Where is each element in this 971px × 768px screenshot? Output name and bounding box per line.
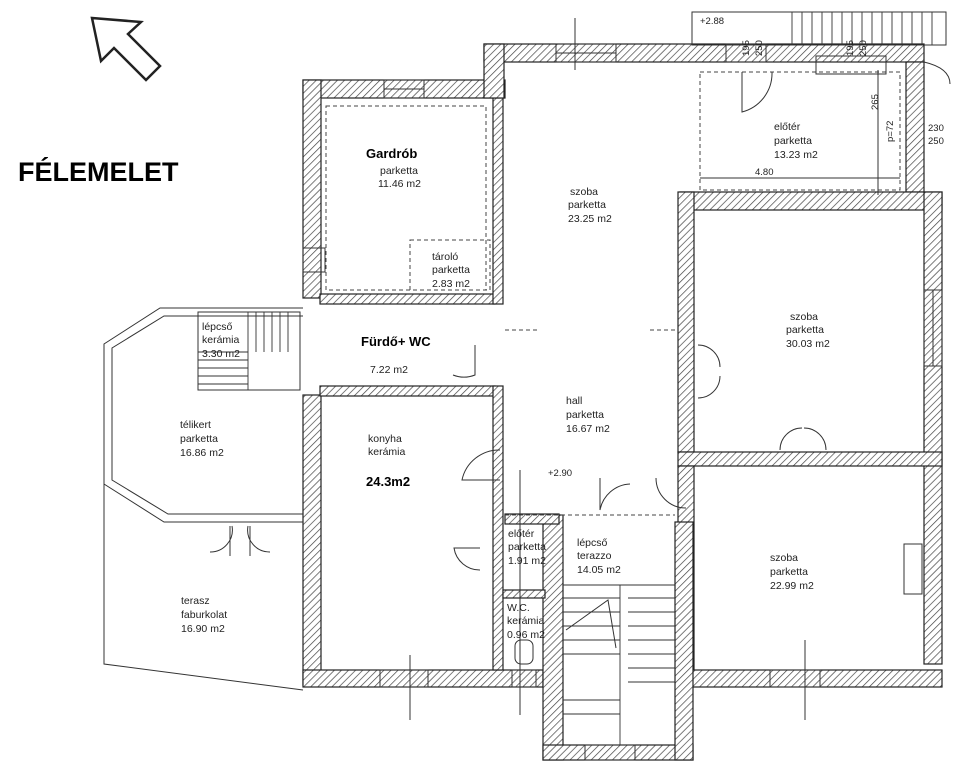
svg-text:11.46 m2: 11.46 m2 <box>378 178 421 190</box>
svg-text:lépcső: lépcső <box>577 537 608 549</box>
svg-text:parketta: parketta <box>786 324 824 336</box>
room-terasz: terasz faburkolat 16.90 m2 <box>181 595 227 635</box>
room-telikert: télikert parketta 16.86 m2 <box>180 419 224 459</box>
svg-text:parketta: parketta <box>432 264 470 276</box>
walls <box>302 43 943 761</box>
svg-text:14.05 m2: 14.05 m2 <box>577 564 621 576</box>
svg-text:kerámia: kerámia <box>368 446 406 458</box>
svg-text:7.22 m2: 7.22 m2 <box>370 364 408 376</box>
svg-text:0.96 m2: 0.96 m2 <box>507 629 545 641</box>
svg-text:faburkolat: faburkolat <box>181 609 227 621</box>
svg-text:kerámia: kerámia <box>507 615 545 627</box>
room-szoba-3: szoba parketta 22.99 m2 <box>770 552 814 592</box>
room-tarolo: tároló parketta 2.83 m2 <box>432 251 470 290</box>
room-wc: W.C. kerámia 0.96 m2 <box>507 602 545 641</box>
svg-text:22.99 m2: 22.99 m2 <box>770 580 814 592</box>
dim-250c: 250 <box>928 136 944 147</box>
svg-text:előtér: előtér <box>774 121 801 133</box>
dim-265: 265 <box>870 94 881 110</box>
room-lepcso-2: lépcső terazzo 14.05 m2 <box>577 537 621 576</box>
svg-text:16.86 m2: 16.86 m2 <box>180 447 224 459</box>
dim-480: 4.80 <box>755 167 774 178</box>
svg-text:parketta: parketta <box>568 199 606 211</box>
room-furdo: Fürdő+ WC 7.22 m2 <box>361 334 431 376</box>
svg-text:1.91 m2: 1.91 m2 <box>508 555 546 567</box>
dim-p72: p=72 <box>885 121 896 142</box>
svg-text:2.83 m2: 2.83 m2 <box>432 278 470 290</box>
svg-text:terazzo: terazzo <box>577 550 612 562</box>
room-szoba-2: szoba parketta 30.03 m2 <box>786 311 830 350</box>
room-gardrob: Gardrób parketta 11.46 m2 <box>366 146 421 190</box>
north-arrow-icon <box>90 16 162 82</box>
svg-text:Fürdő+ WC: Fürdő+ WC <box>361 334 431 349</box>
svg-text:parketta: parketta <box>566 409 604 421</box>
svg-text:24.3m2: 24.3m2 <box>366 474 410 489</box>
plan-details <box>103 11 951 761</box>
svg-text:parketta: parketta <box>380 165 418 177</box>
svg-text:parketta: parketta <box>774 135 812 147</box>
dim-230: 230 <box>928 123 944 134</box>
svg-text:tároló: tároló <box>432 251 458 263</box>
dim-250a: 250 <box>754 40 765 56</box>
svg-text:előtér: előtér <box>508 528 535 540</box>
svg-text:13.23 m2: 13.23 m2 <box>774 149 818 161</box>
dimension-labels: +2.88 195 250 195 250 265 p=72 230 250 4… <box>548 16 944 479</box>
dim-195a: 195 <box>741 40 752 56</box>
svg-text:szoba: szoba <box>790 311 818 323</box>
level-hall: +2.90 <box>548 468 572 479</box>
dim-250b: 250 <box>858 40 869 56</box>
svg-text:konyha: konyha <box>368 433 402 445</box>
room-lepcso-1: lépcső kerámia 3.30 m2 <box>202 321 240 360</box>
dim-195b: 195 <box>845 40 856 56</box>
room-szoba-1: szoba parketta 23.25 m2 <box>568 186 612 225</box>
svg-text:hall: hall <box>566 395 582 407</box>
svg-text:télikert: télikert <box>180 419 211 431</box>
svg-text:23.25 m2: 23.25 m2 <box>568 213 612 225</box>
svg-text:lépcső: lépcső <box>202 321 233 333</box>
room-hall: hall parketta 16.67 m2 <box>566 395 610 435</box>
room-eloter-2: előtér parketta 1.91 m2 <box>508 528 546 567</box>
svg-text:parketta: parketta <box>180 433 218 445</box>
svg-text:szoba: szoba <box>570 186 598 198</box>
svg-text:Gardrób: Gardrób <box>366 146 417 161</box>
room-labels: Gardrób parketta 11.46 m2 tároló parkett… <box>180 121 830 641</box>
svg-text:16.90 m2: 16.90 m2 <box>181 623 225 635</box>
svg-text:30.03 m2: 30.03 m2 <box>786 338 830 350</box>
level-top: +2.88 <box>700 16 724 27</box>
svg-text:W.C.: W.C. <box>507 602 530 614</box>
svg-text:16.67 m2: 16.67 m2 <box>566 423 610 435</box>
svg-text:kerámia: kerámia <box>202 334 240 346</box>
room-konyha: konyha kerámia 24.3m2 <box>366 433 410 489</box>
svg-text:szoba: szoba <box>770 552 798 564</box>
svg-text:parketta: parketta <box>770 566 808 578</box>
svg-text:terasz: terasz <box>181 595 210 607</box>
room-eloter-1: előtér parketta 13.23 m2 <box>774 121 818 161</box>
svg-text:3.30 m2: 3.30 m2 <box>202 348 240 360</box>
plan-title: FÉLEMELET <box>18 156 179 187</box>
svg-text:parketta: parketta <box>508 541 546 553</box>
